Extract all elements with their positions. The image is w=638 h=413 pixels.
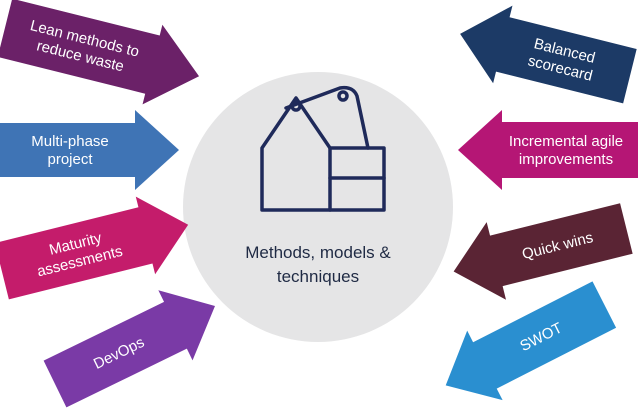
arrow-shape-multiphase: [0, 110, 179, 190]
arrow-shape-quickwins: [453, 203, 633, 300]
arrow-swot: SWOT: [445, 281, 617, 401]
center-label-line2: techniques: [277, 267, 359, 286]
arrow-shape-swot: [445, 281, 617, 401]
arrow-quickwins: Quick wins: [453, 203, 633, 300]
arrow-shape-devops: [43, 290, 215, 408]
arrow-shape-balanced: [460, 5, 637, 104]
arrow-label-multiphase-line2: project: [47, 151, 93, 168]
arrow-label-multiphase-line1: Multi-phase: [31, 133, 109, 150]
center-label-line1: Methods, models &: [245, 243, 391, 262]
arrow-devops: DevOps: [43, 290, 215, 408]
arrow-shape-maturity: [0, 196, 189, 300]
center-circle: [183, 72, 453, 342]
arrow-label-agile-line1: Incremental agile: [509, 133, 623, 150]
arrow-shape-agile: [458, 110, 638, 190]
arrow-label-agile-line2: improvements: [519, 151, 613, 168]
toolbox-icon: [260, 85, 386, 212]
arrow-shape-lean: [0, 0, 200, 105]
